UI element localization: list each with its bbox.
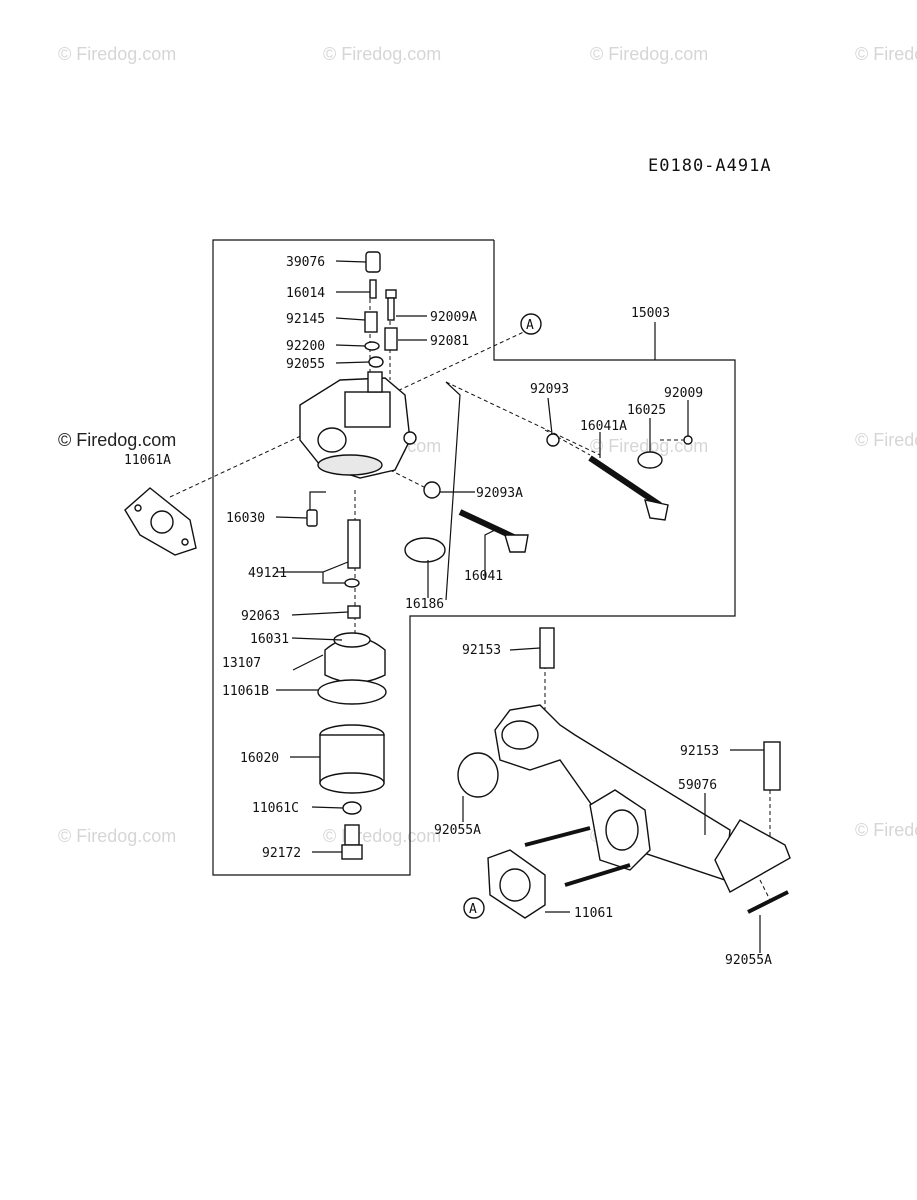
label-16025: 16025 bbox=[627, 403, 666, 418]
lower-parts bbox=[292, 509, 387, 860]
o-ring-92055a bbox=[457, 752, 499, 798]
watermark-dark: © Firedog.com bbox=[58, 430, 176, 450]
label-92081: 92081 bbox=[430, 334, 469, 349]
label-92055: 92055 bbox=[286, 357, 325, 372]
watermark: © Firedog.com bbox=[58, 826, 176, 846]
label-16041: 16041 bbox=[464, 569, 503, 584]
label-11061c: 11061C bbox=[252, 801, 299, 816]
label-92055a-strip: 92055A bbox=[725, 953, 772, 968]
label-49121: 49121 bbox=[248, 566, 287, 581]
diagram-code: E0180-A491A bbox=[648, 156, 772, 176]
label-16014: 16014 bbox=[286, 286, 325, 301]
label-16020: 16020 bbox=[240, 751, 279, 766]
label-92093a: 92093A bbox=[476, 486, 523, 501]
callout-a-bottom: A bbox=[463, 897, 485, 919]
label-59076: 59076 bbox=[678, 778, 717, 793]
label-92145: 92145 bbox=[286, 312, 325, 327]
label-92153-right: 92153 bbox=[680, 744, 719, 759]
watermark: © Firedog.com bbox=[323, 44, 441, 64]
label-16031: 16031 bbox=[250, 632, 289, 647]
callout-a-label: A bbox=[469, 902, 477, 917]
label-92093: 92093 bbox=[530, 382, 569, 397]
throttle-parts bbox=[404, 433, 693, 563]
part-labels: 39076 16014 92009A 92145 92200 92081 920… bbox=[124, 255, 772, 968]
label-39076: 39076 bbox=[286, 255, 325, 270]
watermark: © Firedog.com bbox=[323, 826, 441, 846]
label-13107: 13107 bbox=[222, 656, 261, 671]
watermark: © Firedog.com bbox=[58, 44, 176, 64]
callout-a-top: A bbox=[520, 313, 542, 335]
leader-lines bbox=[275, 260, 764, 953]
label-16186: 16186 bbox=[405, 597, 444, 612]
intake-manifold bbox=[494, 627, 791, 893]
label-92200: 92200 bbox=[286, 339, 325, 354]
label-11061b: 11061B bbox=[222, 684, 269, 699]
label-11061a: 11061A bbox=[124, 453, 171, 468]
gasket-11061 bbox=[487, 849, 546, 919]
watermark: © Firedog.com bbox=[590, 44, 708, 64]
top-small-parts bbox=[364, 251, 398, 368]
carburetor-body bbox=[299, 371, 417, 479]
strip-92055a bbox=[747, 890, 789, 914]
label-92009: 92009 bbox=[664, 386, 703, 401]
label-16030: 16030 bbox=[226, 511, 265, 526]
watermark-group: © Firedog.com © Firedog.com © Firedog.co… bbox=[58, 44, 917, 846]
watermark: © Firedog.com bbox=[590, 436, 708, 456]
label-92153-top: 92153 bbox=[462, 643, 501, 658]
gasket-11061a bbox=[124, 487, 197, 556]
watermark: © Firedog.com bbox=[855, 430, 917, 450]
label-11061: 11061 bbox=[574, 906, 613, 921]
label-92055a-oring: 92055A bbox=[434, 823, 481, 838]
label-92063: 92063 bbox=[241, 609, 280, 624]
label-16041a: 16041A bbox=[580, 419, 627, 434]
label-15003: 15003 bbox=[631, 306, 670, 321]
watermark: © Firedog.com bbox=[855, 820, 917, 840]
carburetor-frame bbox=[212, 239, 736, 876]
label-92009a: 92009A bbox=[430, 310, 477, 325]
callout-a-label: A bbox=[526, 318, 534, 333]
label-92172: 92172 bbox=[262, 846, 301, 861]
bracket-line bbox=[445, 381, 461, 601]
watermark: © Firedog.com bbox=[855, 44, 917, 64]
